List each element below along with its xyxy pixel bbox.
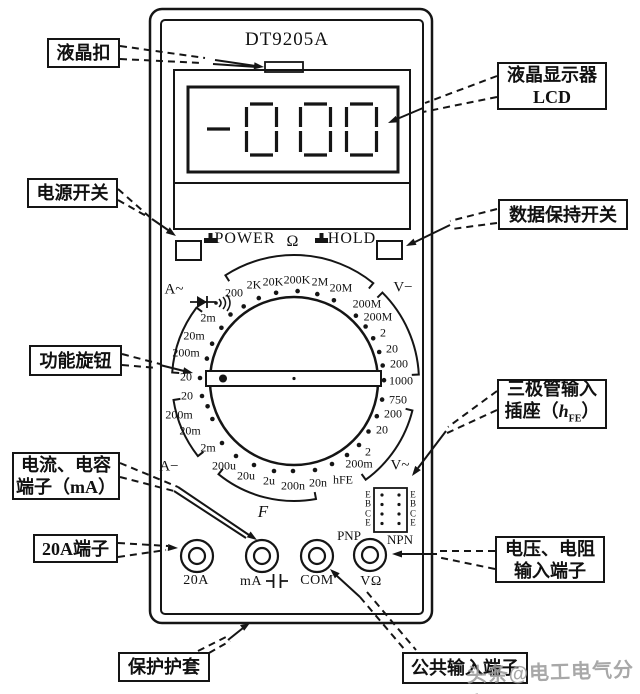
callout-arrows	[117, 45, 498, 654]
meter-body-inner	[160, 19, 424, 615]
capacitor-icon	[266, 574, 288, 588]
hfe-socket[interactable]	[373, 487, 408, 533]
terminal-com-label: COM	[300, 573, 334, 588]
meter-body-outer	[148, 7, 434, 625]
section-ac-current: A~	[164, 281, 184, 298]
dial-scale-label: 2	[365, 444, 371, 459]
dial-scale-label: 2m	[200, 310, 216, 325]
dial-scale-label: 20	[376, 422, 388, 437]
section-dc-voltage: V−	[393, 279, 413, 296]
npn-label: NPN	[386, 532, 414, 547]
dial-scale-label: 200K	[283, 272, 311, 287]
terminal-ma-label: mA	[240, 574, 262, 589]
dial-scale-label: 200M	[363, 309, 393, 324]
dial-scale-label: 2u	[263, 473, 275, 488]
model-label: DT9205A	[244, 29, 330, 50]
socket-pin-label: C	[409, 508, 417, 519]
socket-pin-label: E	[365, 517, 371, 528]
section-dc-current: A−	[159, 458, 179, 475]
diode-icon	[190, 296, 216, 308]
plug-icon	[204, 233, 328, 243]
socket-pin-label: E	[410, 489, 416, 500]
dial-scale-label: 200m	[165, 407, 193, 422]
dial-brackets	[171, 254, 420, 502]
callout-voltage-res-terminal: 电压、电阻 输入端子	[495, 536, 605, 583]
callout-function-knob: 功能旋钮	[29, 345, 122, 376]
dial-scale-dots	[197, 288, 387, 474]
function-knob[interactable]	[205, 370, 382, 387]
socket-pin-label: B	[409, 498, 417, 509]
dial-scale-label: 200m	[172, 345, 200, 360]
dial-scale-label: 200m	[345, 456, 373, 471]
socket-pin-label: E	[365, 489, 371, 500]
callout-20a-terminal: 20A端子	[33, 534, 118, 563]
dial-scale-label: 200u	[212, 458, 236, 473]
callout-lcd-display: 液晶显示器 LCD	[497, 62, 607, 110]
socket-pin-label: E	[410, 517, 416, 528]
callout-data-hold: 数据保持开关	[498, 199, 628, 230]
dial-scale-label: 20m	[179, 423, 201, 438]
socket-pin-label: B	[364, 498, 372, 509]
terminal-com-jack[interactable]	[299, 538, 335, 574]
callout-transistor-socket: 三极管输入 插座（hFE）	[497, 379, 607, 429]
terminal-vohm-jack[interactable]	[352, 537, 388, 573]
dial-scale-label: 20K	[262, 274, 284, 289]
pnp-label: PNP	[337, 528, 361, 543]
dial-scale-label: 200n	[281, 478, 305, 493]
section-capacitance: F	[257, 502, 269, 521]
callout-lcd-buckle: 液晶扣	[47, 38, 120, 68]
dial-scale-label: 200M	[352, 296, 382, 311]
dial-scale-label: 20n	[309, 475, 327, 490]
dial-scale-label: 20	[181, 388, 193, 403]
hold-label: HOLD	[327, 230, 377, 247]
callout-current-cap-terminal: 电流、电容 端子（mA）	[12, 452, 120, 500]
dial-scale-label: 20u	[237, 468, 255, 483]
lcd-panel	[186, 85, 400, 174]
terminal-20a-label: 20A	[183, 573, 209, 588]
power-label: POWER	[214, 230, 276, 247]
terminal-20a-jack[interactable]	[179, 538, 215, 574]
dial-scale-label: 20m	[183, 328, 205, 343]
terminal-ma-jack[interactable]	[244, 538, 280, 574]
dial-scale-label: 2m	[200, 440, 216, 455]
dial-scale-label: 20M	[329, 280, 353, 295]
dial-scale-label: 200	[390, 356, 408, 371]
dial-scale-label: 2	[380, 325, 386, 340]
callout-protective-sleeve: 保护护套	[118, 652, 210, 682]
callout-power-switch: 电源开关	[27, 178, 118, 208]
dial-scale-label: 2K	[246, 277, 262, 292]
lcd-buckle[interactable]	[264, 61, 304, 73]
dial-scale-label: 1000	[389, 373, 413, 388]
hold-button[interactable]	[376, 240, 403, 260]
dial-scale-label: 750	[389, 392, 407, 407]
callout-common-terminal: 公共输入端子	[402, 652, 528, 684]
socket-pin-label: C	[364, 508, 372, 519]
dial-scale-label: 20	[180, 369, 192, 384]
dial-scale-label: 20	[386, 341, 398, 356]
dial-scale-label: 200	[225, 285, 243, 300]
dial-scale-label: hFE	[332, 472, 354, 487]
watermark: 头条@电工电气分享	[466, 659, 635, 694]
dial-scale-label: 2M	[311, 274, 329, 289]
ohm-symbol: Ω	[286, 233, 300, 250]
terminal-vohm-label: VΩ	[360, 574, 382, 589]
lcd-digits	[207, 102, 379, 157]
power-button[interactable]	[175, 240, 202, 261]
dial-scale-label: 200	[384, 406, 402, 421]
display-frame	[173, 69, 411, 230]
section-ac-voltage: V~	[390, 457, 410, 474]
buzzer-icon	[214, 294, 231, 312]
